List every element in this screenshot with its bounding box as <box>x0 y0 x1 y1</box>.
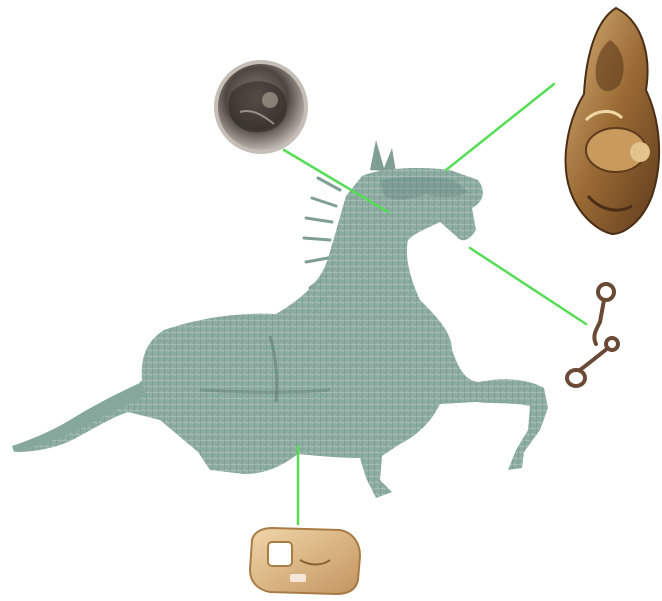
horse-ears <box>370 140 396 172</box>
horse-rubbing <box>12 140 548 498</box>
ornate-head-ornament-image <box>566 8 660 234</box>
connector-ornament <box>446 84 554 170</box>
round-medallion-image <box>214 60 308 154</box>
horse-body <box>14 168 548 498</box>
belt-buckle-plaque-image <box>250 528 360 594</box>
bridle-bit-image <box>567 284 618 386</box>
horse-tail <box>12 382 146 452</box>
connector-bit <box>470 248 586 324</box>
